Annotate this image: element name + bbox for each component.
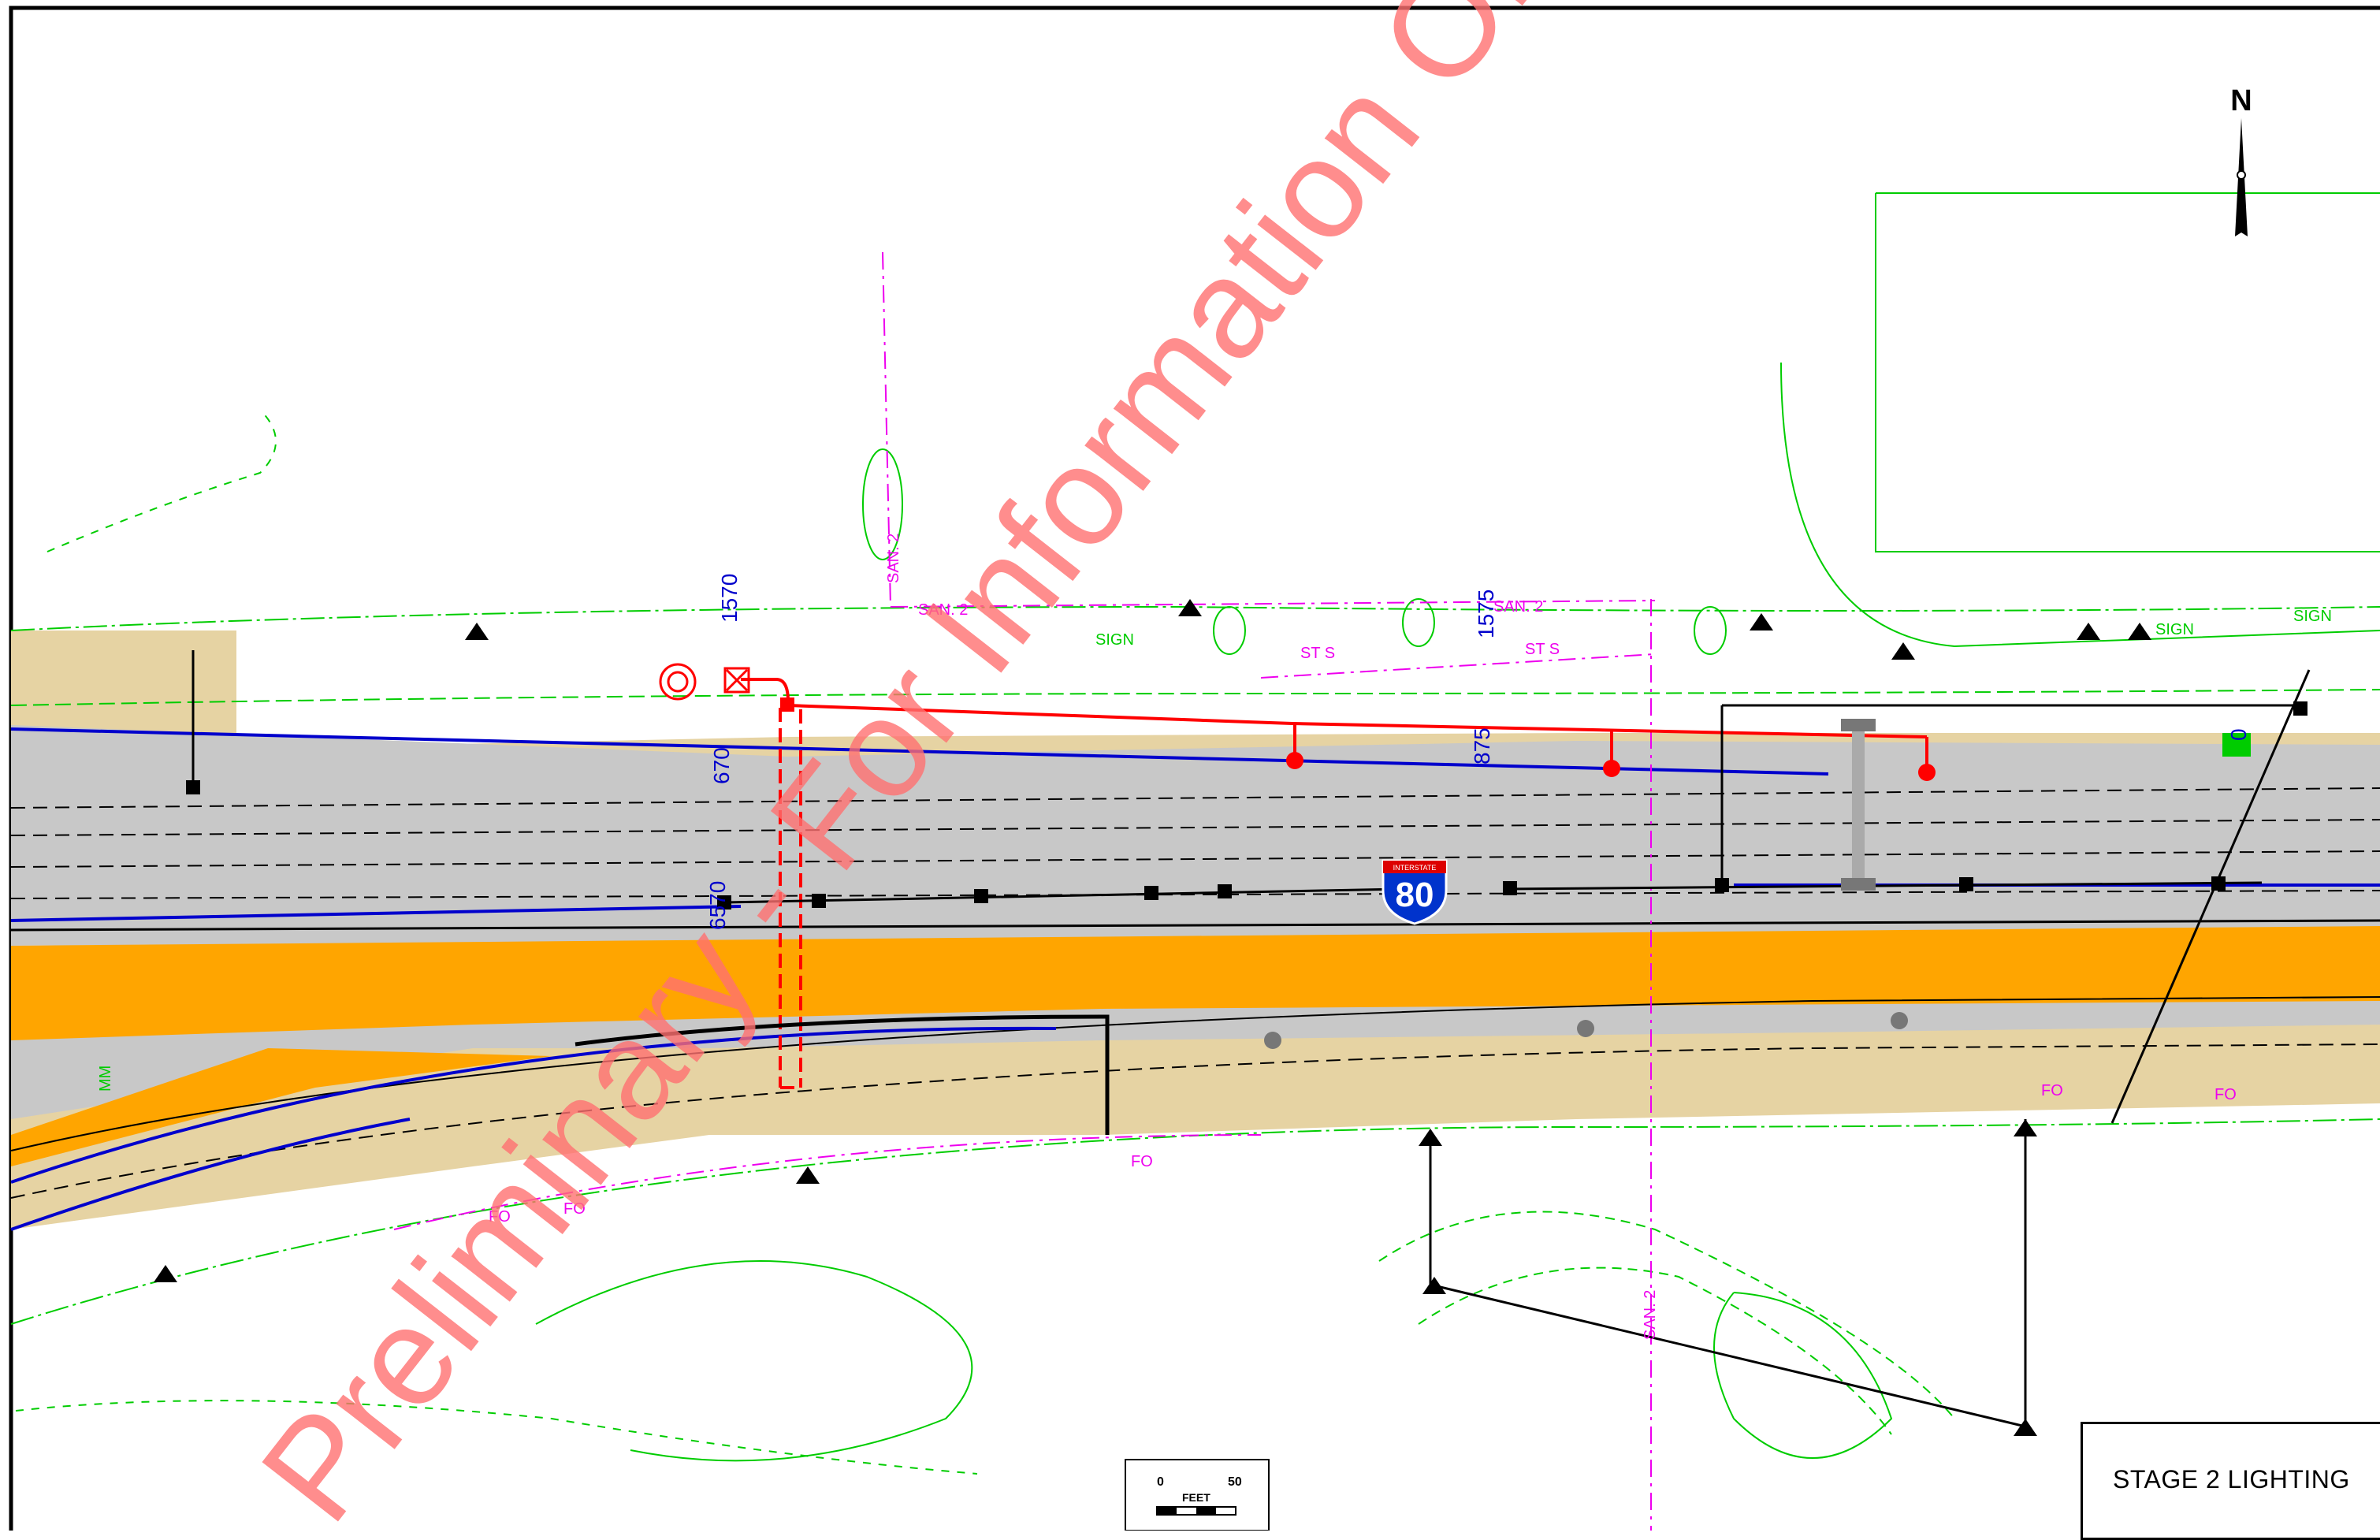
pavement-area	[11, 725, 2380, 1119]
station-0: 0	[2226, 728, 2251, 741]
high-mast-poles	[1264, 719, 1908, 1049]
svg-text:ST S: ST S	[1525, 641, 1560, 658]
svg-text:SIGN: SIGN	[1095, 631, 1134, 649]
svg-text:N: N	[2230, 84, 2252, 117]
ramp-median-area	[11, 1048, 552, 1166]
svg-text:SIGN: SIGN	[2293, 608, 2332, 625]
svg-text:INTERSTATE: INTERSTATE	[1393, 864, 1437, 872]
scale-bar: 0 50 FEET	[1125, 1459, 1270, 1531]
utility-labels: SAN. 2 SAN. 2 SAN. 2 SAN. 2 ST S ST S FO…	[97, 534, 2332, 1340]
north-arrow-icon: N	[2230, 84, 2252, 236]
proposed-light-poles	[780, 697, 1936, 781]
svg-text:SAN. 2: SAN. 2	[1493, 598, 1543, 616]
svg-text:SAN. 2: SAN. 2	[918, 601, 968, 619]
svg-text:80: 80	[1396, 876, 1434, 914]
svg-text:ST S: ST S	[1300, 645, 1335, 662]
lane-lines	[10, 787, 2380, 1199]
utility-lines	[393, 251, 1656, 1531]
svg-text:0: 0	[1157, 1475, 1164, 1489]
svg-text:FO: FO	[563, 1200, 586, 1218]
median-area	[11, 926, 2380, 1040]
control-cabinet-icon	[659, 663, 750, 701]
svg-text:50: 50	[1228, 1475, 1242, 1489]
svg-text:MM: MM	[97, 1066, 114, 1092]
svg-text:FO: FO	[1131, 1153, 1153, 1170]
green-sign-marker	[2222, 733, 2251, 757]
station-6570: 6570	[705, 881, 730, 930]
station-1570: 1570	[717, 574, 742, 623]
existing-light-poles	[186, 701, 2307, 909]
triangle-markers	[154, 599, 2151, 1436]
station-670: 670	[709, 747, 734, 784]
svg-text:FO: FO	[2041, 1082, 2063, 1099]
svg-text:SAN. 2: SAN. 2	[1642, 1290, 1659, 1340]
existing-features	[10, 192, 2380, 1475]
sheet-title: STAGE 2 LIGHTING	[2113, 1465, 2350, 1494]
title-block: STAGE 2 LIGHTING	[2081, 1422, 2380, 1540]
svg-text:SAN. 2: SAN. 2	[885, 534, 902, 583]
svg-text:FO: FO	[489, 1208, 511, 1226]
svg-text:FEET: FEET	[1182, 1491, 1210, 1504]
station-labels: 1570 1575 670 875 6570 0	[705, 574, 2251, 930]
interstate-80-shield-icon: INTERSTATE 80	[1382, 859, 1448, 925]
svg-text:FO: FO	[2215, 1086, 2237, 1103]
svg-text:SIGN: SIGN	[2155, 621, 2194, 638]
station-875: 875	[1470, 727, 1494, 764]
station-1575: 1575	[1474, 590, 1498, 638]
existing-lighting-circuit	[192, 650, 2311, 1428]
